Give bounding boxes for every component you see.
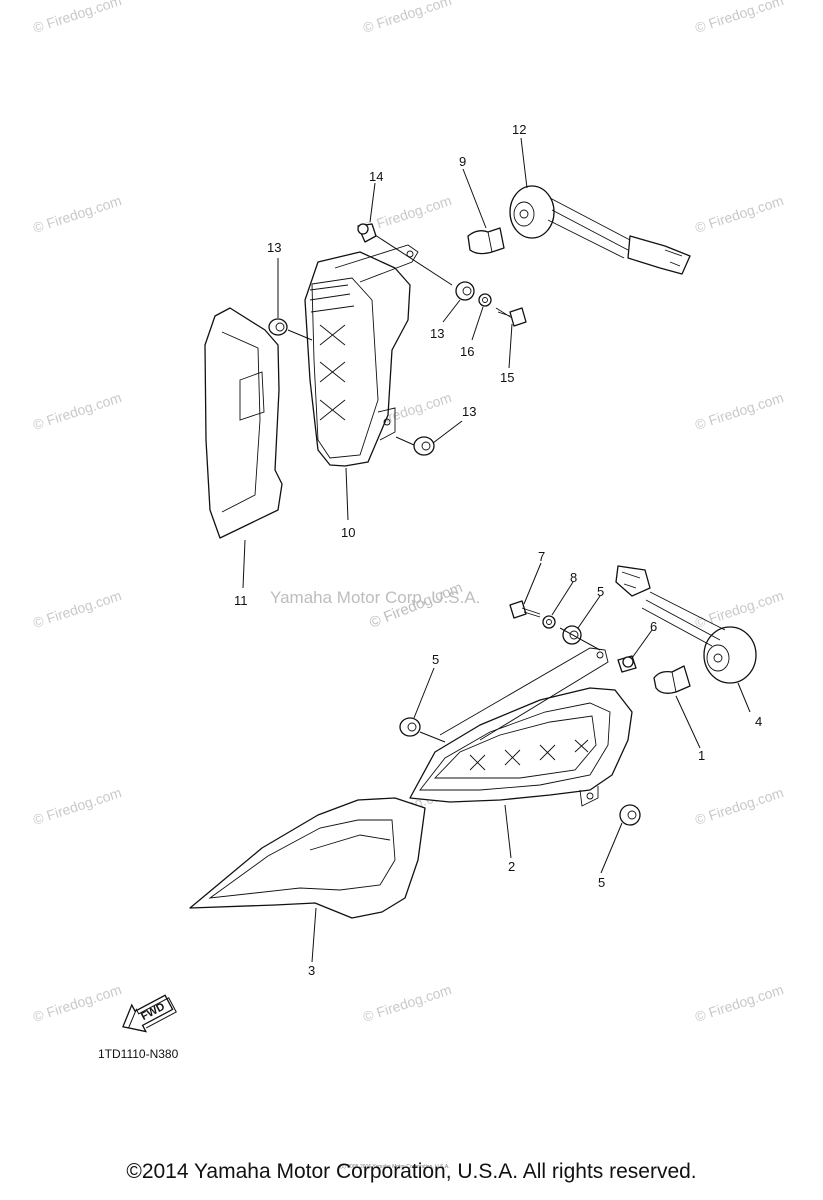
watermark: © Firedog.com	[361, 192, 453, 236]
callout-2: 2	[508, 859, 515, 874]
watermark: © Firedog.com	[693, 389, 785, 433]
part-13-grommet	[268, 318, 288, 336]
callout-13: 13	[267, 240, 281, 255]
callout-16: 16	[460, 344, 474, 359]
callout-9: 9	[459, 154, 466, 169]
callout-6: 6	[650, 619, 657, 634]
lower-leader-lines	[311, 562, 751, 963]
tiny-copyright: (c) 2008-2016 Yamaha Motor Corporation, …	[340, 1164, 450, 1170]
part-5-grommet	[399, 717, 421, 737]
center-watermark-text: Yamaha Motor Corp, U.S.A.	[270, 588, 480, 607]
part-4-socket-harness	[615, 565, 757, 684]
watermark: © Firedog.com	[31, 587, 123, 631]
callout-5: 5	[598, 875, 605, 890]
callout-1: 1	[698, 748, 705, 763]
part-13-grommet	[455, 281, 475, 301]
part-11-lens-cover	[204, 307, 283, 539]
part-13-grommet	[413, 436, 435, 456]
watermark: © Firedog.com	[693, 0, 785, 36]
callout-4: 4	[755, 714, 762, 729]
callout-5: 5	[597, 584, 604, 599]
watermark: © Firedog.com	[31, 192, 123, 236]
watermark: © Firedog.com	[361, 0, 453, 36]
callout-5: 5	[432, 652, 439, 667]
part-9-bulb	[467, 227, 505, 255]
callout-15: 15	[500, 370, 514, 385]
part-2-lamp-housing	[409, 647, 633, 807]
part-3-lens-cover	[189, 797, 426, 919]
watermark: © Firedog.com	[361, 981, 453, 1025]
diagram-ref-code: 1TD1110-N380	[98, 1047, 179, 1061]
callout-13: 13	[430, 326, 444, 341]
callout-10: 10	[341, 525, 355, 540]
part-8-washer	[542, 615, 556, 629]
watermark: © Firedog.com	[31, 784, 123, 828]
part-6-screw	[617, 655, 637, 673]
watermark: © Firedog.com	[31, 0, 123, 36]
callout-8: 8	[570, 570, 577, 585]
fwd-arrow-icon: FWD	[122, 994, 177, 1033]
part-12-socket-harness	[509, 185, 691, 275]
callout-7: 7	[538, 549, 545, 564]
part-1-bulb	[653, 665, 691, 694]
callout-11: 11	[234, 593, 248, 608]
watermark: © Firedog.com	[693, 784, 785, 828]
callout-14: 14	[369, 169, 383, 184]
callout-3: 3	[308, 963, 315, 978]
watermark: © Firedog.com	[693, 587, 785, 631]
watermark: © Firedog.com	[693, 192, 785, 236]
callout-12: 12	[512, 122, 526, 137]
callouts: 1 2 3 4 5 5 5 6 7 8 9 10 11 12 13 13 13 …	[234, 122, 762, 978]
watermark: © Firedog.com	[31, 981, 123, 1025]
watermark: © Firedog.com	[693, 981, 785, 1025]
part-7-bolt	[509, 600, 541, 619]
part-5-grommet	[619, 804, 641, 826]
part-10-lamp-housing	[304, 244, 419, 467]
part-16-washer	[478, 293, 492, 307]
watermark: © Firedog.com	[31, 389, 123, 433]
callout-13: 13	[462, 404, 476, 419]
upper-leader-lines	[242, 137, 528, 589]
part-15-bolt	[495, 307, 527, 327]
copyright-footer: ©2014 Yamaha Motor Corporation, U.S.A. A…	[126, 1160, 697, 1183]
part-14-screw	[357, 223, 377, 243]
